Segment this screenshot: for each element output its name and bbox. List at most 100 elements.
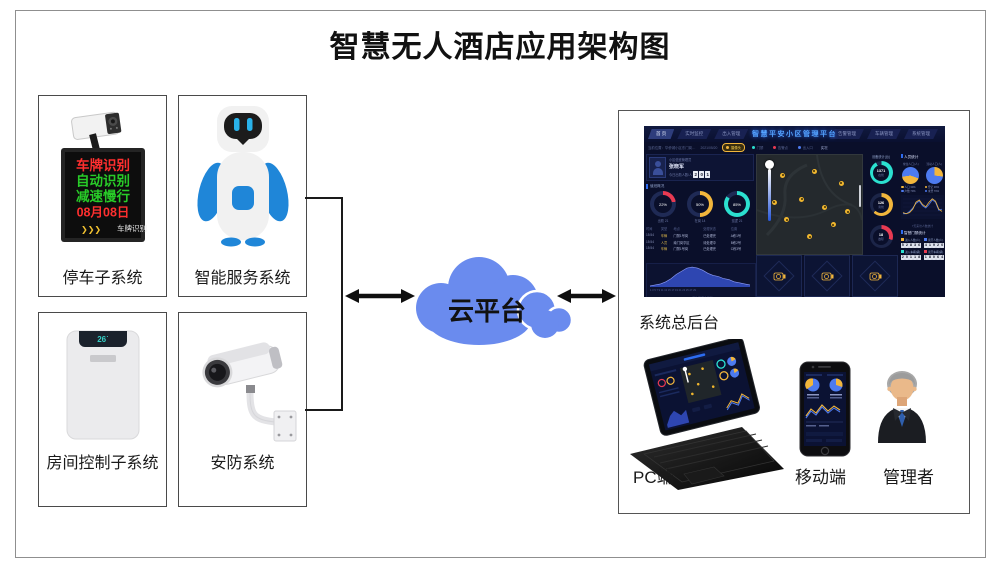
led-line: 08月08日 [77, 206, 130, 220]
dashboard-tab: 实时监控 [677, 129, 712, 139]
legend-dot [798, 146, 802, 149]
badge-digit: 0 [699, 171, 705, 178]
service-robot-icon [197, 106, 289, 247]
mobile-phone-icon [799, 361, 851, 457]
area-chart-caption: 30天告警变化趋势 [647, 296, 755, 297]
pie-legend-item: 登记 30% [924, 185, 945, 189]
parking-label: 停车子系统 [62, 270, 143, 287]
map-pin [780, 172, 786, 178]
manager-label: 管理者 [883, 468, 934, 487]
dashboard-subbar: 当前位置：华侨城小区东门岗… 2021/05/20 摄像头门禁告警点出入口 实况 [644, 142, 945, 153]
donut-gauge: 85%巡逻 21 [722, 191, 752, 223]
section-duty: 值班概况 [646, 184, 754, 189]
box-backend: 首 页实时监控出入管理 告警管理车辆管理系统管理 智慧平安小区管理平台 当前位置… [618, 110, 970, 514]
map-pin [807, 234, 813, 240]
map-pin [822, 204, 828, 210]
led-line: 减速慢行 [76, 188, 130, 204]
svg-text:车牌识别: 车牌识别 [117, 223, 147, 233]
laptop-icon [630, 339, 784, 490]
map-panel [756, 154, 863, 255]
dashboard-title: 智慧平安小区管理平台 [752, 131, 837, 138]
line-chart-caption: 7天来访人数统计 [911, 224, 934, 228]
breadcrumb: 当前位置：华侨城小区东门岗… [648, 146, 696, 150]
cloud-platform-icon: 云平台 [416, 257, 574, 345]
map-scrollbar [859, 185, 861, 207]
duty-label: 今日出勤人数/人 [669, 173, 693, 177]
map-pin [771, 199, 777, 205]
map-legend-item: 摄像头 [722, 143, 746, 152]
map-zoom-slider [765, 160, 775, 221]
dashboard-tab: 出入管理 [714, 129, 749, 139]
camera-panel [804, 255, 850, 297]
led-line: 车牌识别 [76, 157, 130, 173]
area-chart-panel: 1 3 5 7 9 11 13 15 17 19 21 23 25 27 29 … [646, 263, 756, 297]
date-text: 2021/05/20 [700, 145, 718, 150]
pie-legend-item: 未登 70% [924, 189, 945, 193]
avatar [649, 157, 666, 178]
map-pin [830, 222, 836, 228]
camera-panel [852, 255, 898, 297]
room-label: 房间控制子系统 [46, 455, 159, 472]
dashboard-nav: 首 页实时监控出入管理 告警管理车辆管理系统管理 智慧平安小区管理平台 [644, 126, 945, 142]
dashboard-tab: 系统管理 [904, 129, 938, 139]
donut-gauge: 22%出勤 21 [648, 191, 678, 223]
map-legend-item: 告警点 [770, 143, 791, 152]
map-legend-item: 门禁 [749, 143, 766, 152]
profile-role: 小区值班管理员 [669, 158, 692, 162]
security-label: 安防系统 [210, 455, 275, 472]
dashboard-tab: 车辆管理 [867, 129, 901, 139]
map-pin [838, 180, 844, 186]
svg-text:26˙: 26˙ [97, 335, 109, 344]
pie-chart-block: 常住人口(人)人口 30%户数 70% [901, 162, 921, 193]
box-service-system: 智能服务系统 [178, 95, 307, 297]
dashboard-right-column: 人员统计 常住人口(人)人口 30%户数 70%流动人口(人)登记 30%未登 … [901, 154, 944, 260]
box-security-system: 安防系统 [178, 312, 307, 507]
pie-chart [902, 167, 920, 184]
map-pin [845, 209, 851, 215]
manager-person-icon [878, 371, 926, 443]
live-label: 实况 [820, 146, 828, 150]
dashboard-tab: 首 页 [648, 129, 675, 139]
pie-legend-item: 人口 30% [901, 185, 921, 189]
box-room-control: 26˙ 房间控制子系统 [38, 312, 167, 507]
camera-feed-panels [756, 255, 898, 297]
dashboard-screenshot: 首 页实时监控出入管理 告警管理车辆管理系统管理 智慧平安小区管理平台 当前位置… [644, 126, 945, 297]
room-controller-icon: 26˙ [66, 330, 140, 440]
pie-chart [925, 167, 943, 184]
legend-dot [752, 146, 756, 149]
svg-text:1 3 5 7 9 11 13 15 17 19 21 23: 1 3 5 7 9 11 13 15 17 19 21 23 25 27 29 [650, 288, 697, 292]
pie-chart-block: 流动人口(人)登记 30%未登 70% [924, 162, 945, 193]
camera-panel [756, 255, 802, 297]
map-pin [799, 196, 804, 202]
dashboard-tab: 告警管理 [830, 129, 864, 139]
donut-gauge: 50%在岗 14 [685, 191, 715, 223]
cctv-camera-icon [202, 342, 297, 442]
badge-digit: 2 [693, 171, 699, 178]
rings-title: 设备统计(台) [871, 155, 891, 159]
mobile-label: 移动端 [795, 468, 846, 487]
badge-digit: 1 [705, 171, 711, 178]
legend-dot [726, 146, 730, 149]
pc-label: PC端 [633, 468, 674, 487]
